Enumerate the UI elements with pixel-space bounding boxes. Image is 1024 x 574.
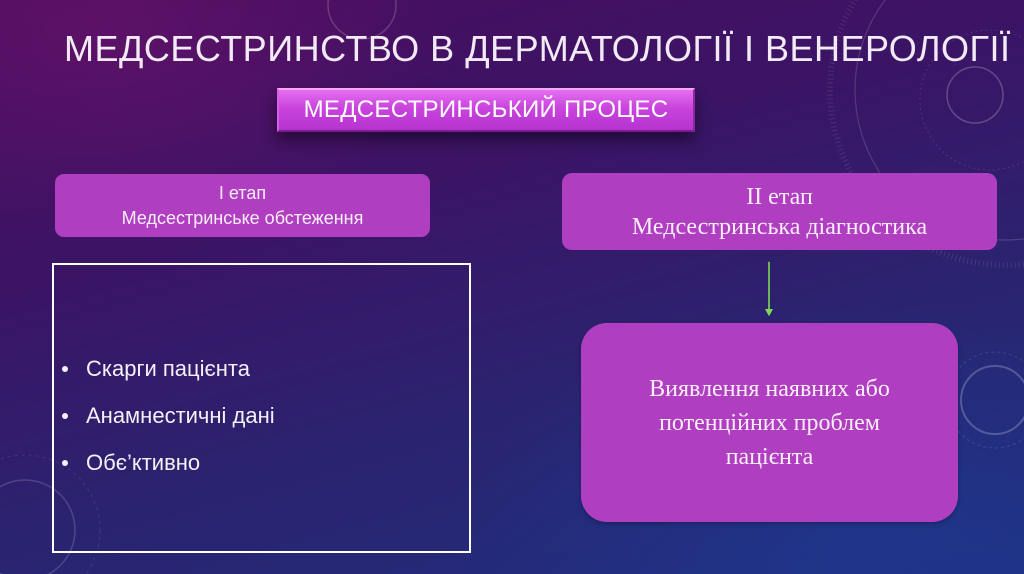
bullet-icon bbox=[62, 365, 68, 372]
stage-1-list: Скарги пацієнта Анамнестичні дані Обє’кт… bbox=[62, 345, 275, 486]
stage-2-label: ІІ етап bbox=[746, 183, 813, 210]
bullet-icon bbox=[62, 412, 68, 419]
stage-1-details-box: Скарги пацієнта Анамнестичні дані Обє’кт… bbox=[52, 263, 471, 553]
stage-1-name: Медсестринське обстеження bbox=[121, 207, 364, 228]
list-item: Скарги пацієнта bbox=[62, 345, 275, 392]
stage-2-result-box: Виявлення наявних або потенційних пробле… bbox=[581, 323, 958, 522]
stage-1-box: І етап Медсестринське обстеження bbox=[55, 174, 430, 237]
process-banner: МЕДСЕСТРИНСЬКИЙ ПРОЦЕС bbox=[277, 88, 695, 132]
list-item: Обє’ктивно bbox=[62, 439, 275, 486]
result-line: Виявлення наявних або bbox=[649, 375, 890, 402]
list-item: Анамнестичні дані bbox=[62, 392, 275, 439]
stage-1-label: І етап bbox=[218, 182, 267, 203]
banner-label: МЕДСЕСТРИНСЬКИЙ ПРОЦЕС bbox=[303, 96, 669, 123]
stage-2-box: ІІ етап Медсестринська діагностика bbox=[562, 173, 997, 250]
slide-title: МЕДСЕСТРИНСТВО В ДЕРМАТОЛОГІЇ І ВЕНЕРОЛО… bbox=[64, 28, 1011, 69]
arrow-down-icon bbox=[765, 261, 773, 317]
stage-2-name: Медсестринська діагностика bbox=[631, 213, 928, 240]
result-line: потенційних проблем bbox=[659, 409, 880, 436]
result-line: пацієнта bbox=[725, 443, 814, 470]
bullet-icon bbox=[62, 459, 68, 466]
